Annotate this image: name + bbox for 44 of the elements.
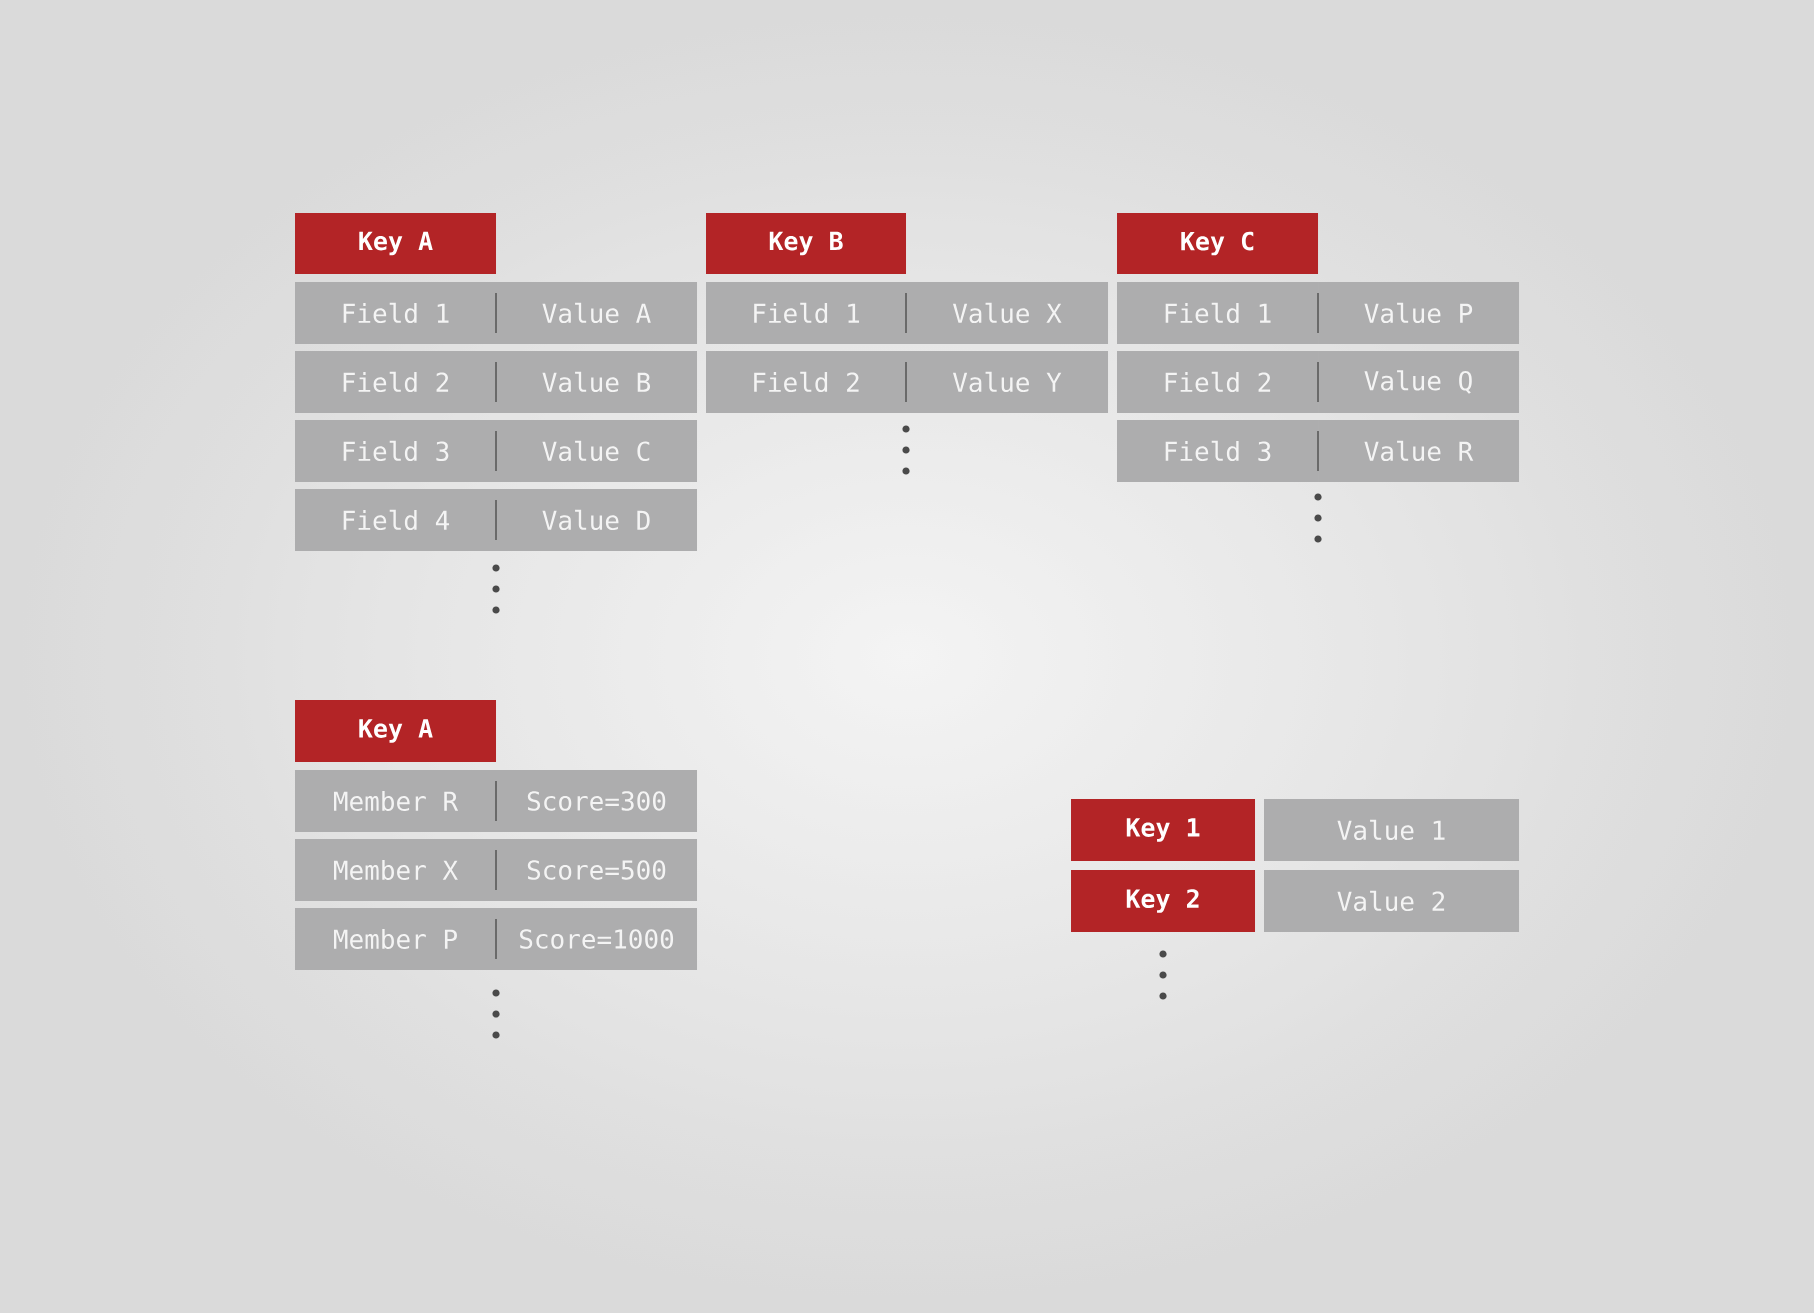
field-cell: Member X [295, 839, 496, 901]
key-box: Key C [1117, 213, 1318, 274]
value-cell: Score=300 [496, 770, 697, 832]
field-cell: Field 2 [1117, 351, 1318, 413]
node-label: Value X [952, 302, 1062, 324]
value-cell: Value X [906, 282, 1108, 344]
key-box: Key 1 [1071, 799, 1255, 861]
value-cell: Value C [496, 420, 697, 482]
value-cell: Value P [1318, 282, 1519, 344]
field-cell: Field 1 [706, 282, 906, 344]
key-box: Key 2 [1071, 870, 1255, 932]
key-box: Key B [706, 213, 906, 274]
node-label: Value Y [952, 371, 1062, 393]
field-cell: Field 2 [706, 351, 906, 413]
node-label: Field 3 [1165, 440, 1271, 462]
value-box: Value 2 [1264, 870, 1519, 932]
field-cell: Field 4 [295, 489, 496, 551]
value-box: Value 1 [1264, 799, 1519, 861]
value-cell: Value D [496, 489, 697, 551]
node-label: Member R [333, 790, 459, 812]
node-label: Field 4 [343, 509, 450, 531]
field-cell: Field 3 [1117, 420, 1318, 482]
value-cell: Score=500 [496, 839, 697, 901]
field-cell: Field 3 [295, 420, 496, 482]
node-label: Field 1 [1165, 302, 1271, 324]
value-cell: Value R [1318, 420, 1519, 482]
key-box: Key A [295, 700, 496, 762]
field-cell: Member P [295, 908, 496, 970]
node-label: Member P [333, 928, 457, 950]
value-cell: Value Q [1318, 351, 1519, 413]
value-cell: Value B [496, 351, 697, 413]
node-label: Field 1 [343, 302, 449, 324]
node-label: Field 2 [343, 371, 449, 393]
value-cell: Score=1000 [496, 908, 697, 970]
field-cell: Member R [295, 770, 496, 832]
value-cell: Value A [496, 282, 697, 344]
key-box: Key A [295, 213, 496, 274]
node-label: Field 2 [1165, 371, 1271, 393]
node-label: Member X [333, 859, 458, 881]
field-cell: Field 1 [1117, 282, 1318, 344]
field-cell: Field 2 [295, 351, 496, 413]
field-cell: Field 1 [295, 282, 496, 344]
value-cell: Value Y [906, 351, 1108, 413]
node-label: Field 3 [343, 440, 449, 462]
